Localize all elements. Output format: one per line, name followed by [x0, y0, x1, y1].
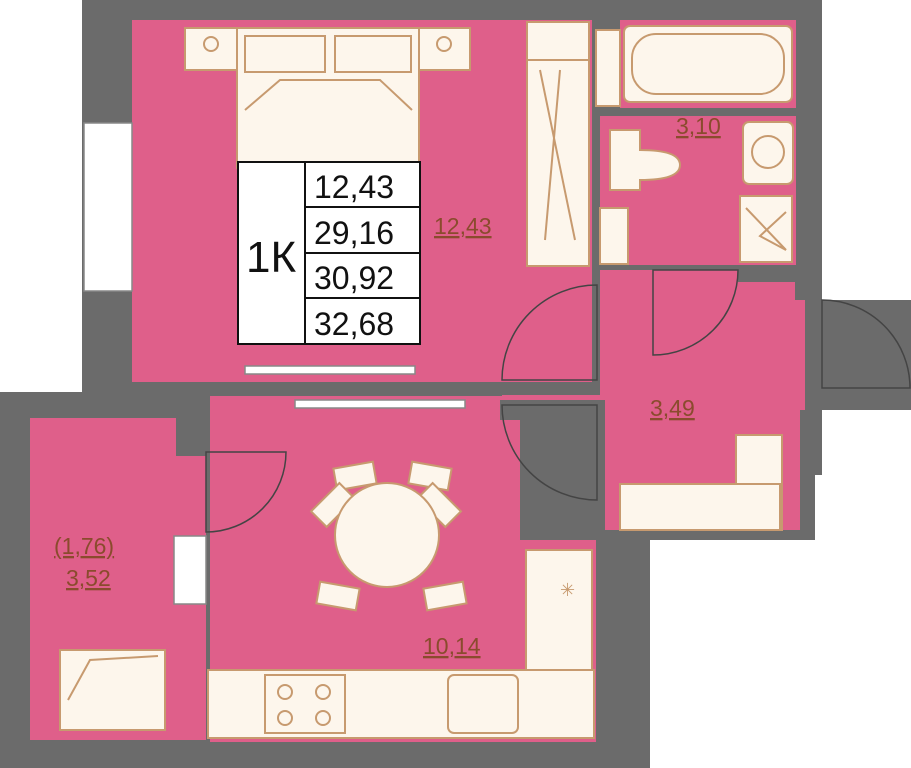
kitchen-sink	[447, 674, 519, 734]
balcony-furniture	[59, 649, 166, 731]
nightstand-right	[417, 27, 471, 71]
summary-value-4: 32,68	[314, 306, 394, 342]
bathtub	[623, 25, 793, 103]
balcony-half-area: (1,76)	[54, 533, 114, 559]
window-bedroom-left	[83, 122, 133, 292]
bathroom-area: 3,10	[676, 113, 721, 139]
wardrobe	[526, 21, 590, 267]
toilet	[609, 129, 682, 191]
hall-shelving	[619, 434, 783, 531]
bathroom-fixtures	[595, 25, 794, 265]
window-bedroom-bottom	[244, 365, 416, 375]
bed-furniture	[184, 27, 471, 169]
hall-room	[500, 270, 805, 530]
balcony-full-area: 3,52	[66, 565, 111, 591]
kitchen-area: 10,14	[423, 633, 481, 659]
dining-set	[309, 460, 468, 612]
window-kitchen-top	[294, 399, 466, 409]
stove	[264, 674, 346, 734]
partitions	[132, 20, 796, 690]
summary-value-2: 29,16	[314, 215, 394, 251]
windows	[83, 122, 466, 605]
summary-value-1: 12,43	[314, 169, 394, 205]
door-balcony	[205, 451, 287, 533]
hall-area: 3,49	[650, 395, 695, 421]
apartment-info-box: 1К 12,43 29,16 30,92 32,68	[237, 161, 421, 345]
bedroom-area: 12,43	[434, 213, 492, 239]
summary-value-3: 30,92	[314, 260, 394, 296]
dining-table	[334, 482, 440, 588]
window-balcony	[173, 535, 207, 605]
apartment-type: 1К	[246, 233, 296, 282]
fridge-icon: ✳	[560, 580, 575, 601]
kitchen-counter: ✳	[207, 549, 595, 739]
door-kitchen	[501, 404, 598, 501]
door-entrance	[821, 299, 911, 389]
door-bedroom	[501, 284, 598, 381]
room-labels: 12,43 3,10 3,49 10,14 (1,76) 3,52	[54, 113, 721, 659]
washing-machine	[595, 29, 621, 107]
sink	[742, 121, 794, 185]
nightstand-left	[184, 27, 238, 71]
door-bathroom	[652, 269, 739, 356]
doors	[205, 269, 911, 533]
